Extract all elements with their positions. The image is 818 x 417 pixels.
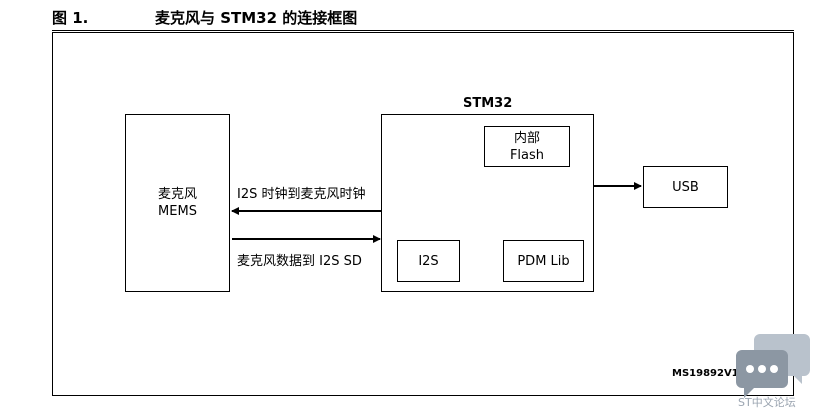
microphone-label: 麦克风: [157, 187, 197, 202]
figure-title: 麦克风与 STM32 的连接框图: [155, 9, 358, 27]
figure-reference-code: MS19892V1: [672, 368, 739, 379]
usb-block: USB: [643, 166, 728, 208]
clock-signal-label: I2S 时钟到麦克风时钟: [237, 187, 366, 202]
data-signal-label: 麦克风数据到 I2S SD: [237, 254, 362, 269]
i2s-block: I2S: [397, 240, 460, 282]
diagram-frame: [52, 32, 794, 396]
i2s-label: I2S: [418, 253, 439, 269]
usb-label: USB: [672, 179, 699, 195]
microphone-mems-block: 麦克风 MEMS: [125, 114, 230, 292]
stm32-title: STM32: [463, 96, 513, 111]
mems-label: MEMS: [158, 204, 197, 219]
figure-header: 图 1. 麦克风与 STM32 的连接框图: [52, 8, 794, 31]
chat-bubble-icon: [736, 334, 810, 398]
watermark-text: ST中文论坛: [738, 396, 796, 409]
figure-number: 图 1.: [52, 9, 89, 27]
pdm-lib-block: PDM Lib: [503, 240, 584, 282]
pdm-lib-label: PDM Lib: [517, 253, 570, 269]
flash-internal-label: 内部: [513, 130, 540, 146]
flash-label: Flash: [509, 147, 545, 163]
internal-flash-block: 内部 Flash: [484, 126, 570, 167]
